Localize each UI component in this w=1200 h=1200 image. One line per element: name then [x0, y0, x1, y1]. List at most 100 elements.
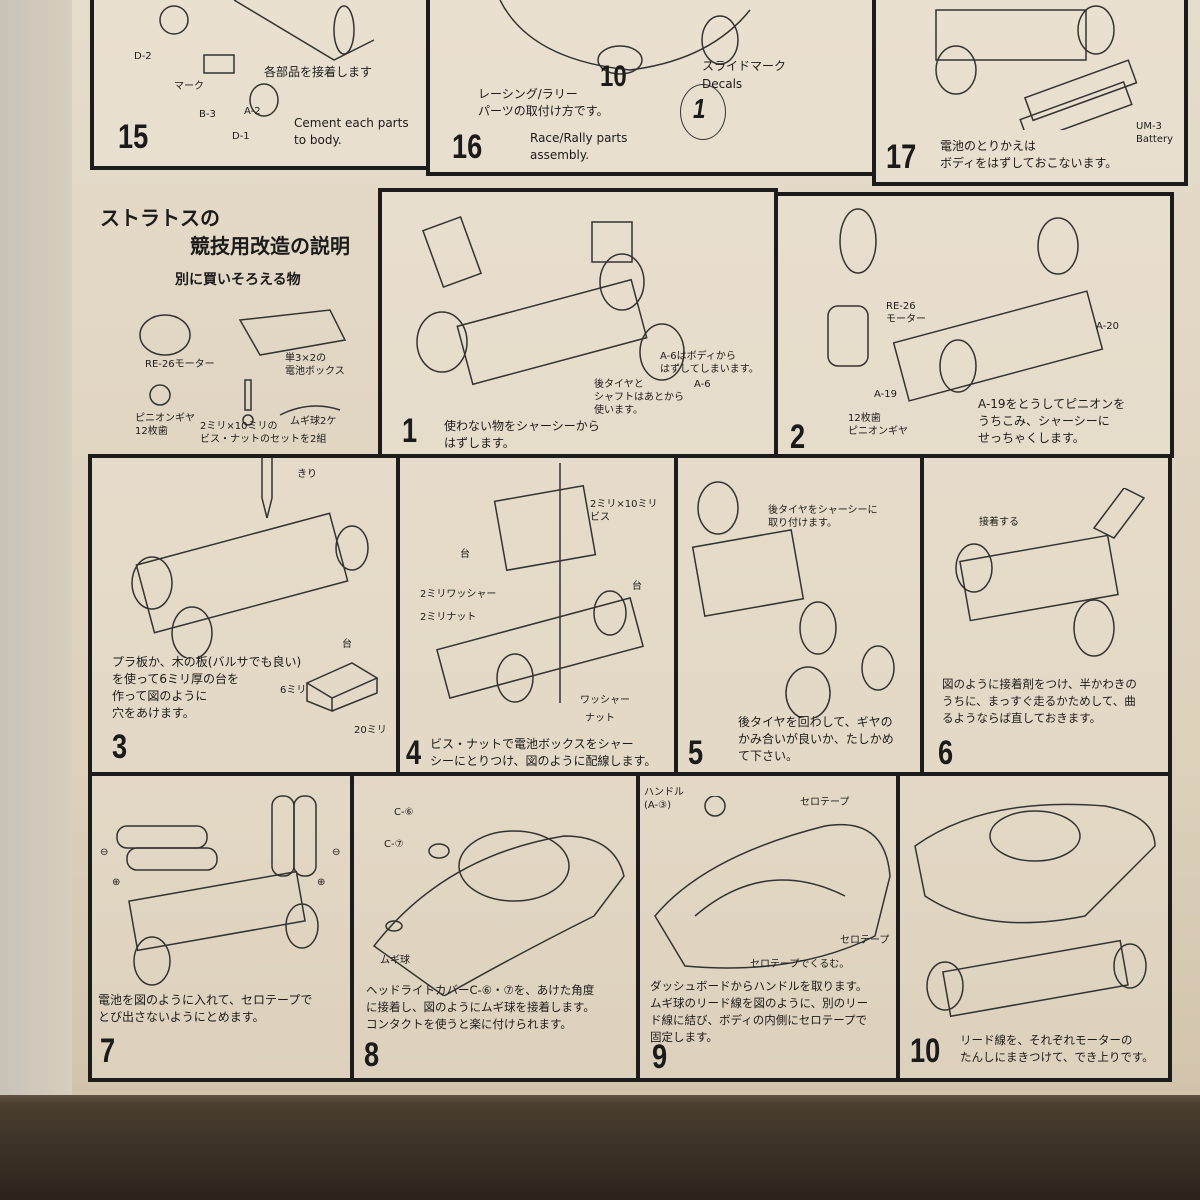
intro-section: ストラトスの 競技用改造の説明 別に買いそろえる物 RE-26モーター 単3×2…	[90, 190, 380, 455]
part-label: C-⑦	[384, 839, 404, 850]
panel-step-3: きり 台 6ミリ 20ミリ プラ板か、木の板(バルサでも良い) を使って6ミリ厚…	[88, 454, 400, 776]
step-text-jp: 各部品を接着します	[264, 65, 373, 79]
part-label: D-1	[232, 131, 250, 142]
panel-step-4: 2ミリ×10ミリ ビス 台 2ミリワッシャー 2ミリナット 台 ワッシャー ナッ…	[396, 454, 678, 776]
note-text: 後タイヤと シャフトはあとから 使います。	[594, 379, 684, 416]
chassis-drill-illustration	[131, 458, 369, 658]
note-text: A-19	[874, 389, 897, 400]
batteries-chassis-illustration	[116, 795, 319, 986]
item-label: 単3×2の 電池ボックス	[285, 353, 345, 377]
part-label: ムギ球	[380, 955, 410, 966]
part-label: セロテープ	[840, 935, 890, 946]
note-text: A-6	[694, 379, 711, 390]
panel-step-1: A-6はボディから はずしてしまいます。 A-6 後タイヤと シャフトはあとから…	[378, 188, 778, 458]
glue-chassis-illustration	[955, 488, 1146, 657]
step-text: 後タイヤを回わして、ギヤの かみ合いが良いか、たしかめ て下さい。	[738, 715, 894, 763]
note-text: 20ミリ	[354, 725, 387, 736]
note-text: A-6はボディから はずしてしまいます。	[660, 351, 759, 375]
part-label: ハンドル (A-③)	[644, 787, 684, 811]
polarity-symbol: ⊕	[317, 877, 326, 888]
part-label: C-⑥	[394, 807, 414, 818]
body-headlight-illustration	[372, 830, 625, 996]
note-text: 6ミリ	[280, 685, 307, 696]
step-text: ヘッドライトカバーC-⑥・⑦を、あけた角度 に接着し、図のようにムギ球を接着しま…	[366, 983, 595, 1031]
panel-step-7: ⊖ ⊕ ⊖ ⊕ 電池を図のように入れて、セロテープで とび出さないようにとめます…	[88, 772, 354, 1082]
polarity-symbol: ⊖	[332, 847, 341, 858]
decals-label-en: Decals	[702, 77, 743, 91]
step-text-jp: 電池のとりかえは ボディをはずしておこないます。	[940, 139, 1118, 170]
step-text: リード線を、それぞれモーターの たんしにまきつけて、でき上りです。	[960, 1033, 1154, 1064]
polarity-symbol: ⊕	[112, 877, 121, 888]
decal-number: 10	[600, 60, 627, 93]
step-number: 3	[112, 728, 128, 766]
parts-illustration	[159, 0, 375, 117]
motor-pinion-illustration	[827, 208, 1104, 402]
panel-step-16: 10 1 スライドマーク Decals レーシング/ラリー パーツの取付け方です…	[426, 0, 876, 176]
note-text: 2ミリワッシャー	[420, 589, 497, 600]
note-text: 接着する	[979, 517, 1019, 528]
decal-circle: 1	[680, 84, 726, 140]
note-text: きり	[297, 469, 317, 480]
chassis-exploded-illustration	[416, 216, 685, 386]
step-text: 図のように接着剤をつけ、半かわきの うちに、まっすぐ走るかためして、曲 るような…	[942, 677, 1137, 725]
note-text: 台	[460, 549, 470, 560]
block-illustration	[305, 662, 379, 713]
step-text: プラ板か、木の板(バルサでも良い) を使って6ミリ厚の台を 作って図のように 穴…	[112, 655, 302, 720]
required-parts-illustration	[139, 309, 347, 426]
body-wiring-illustration	[654, 796, 891, 969]
item-label: ムギ球2ケ	[290, 416, 337, 427]
note-text: 12枚歯 ピニオンギヤ	[848, 413, 908, 437]
step-number: 10	[910, 1032, 941, 1070]
step-text-jp: レーシング/ラリー パーツの取付け方です。	[478, 87, 609, 118]
polarity-symbol: ⊖	[100, 847, 109, 858]
part-label: D-2	[134, 51, 152, 62]
note-text: 後タイヤをシャーシーに 取り付けます。	[768, 505, 878, 529]
battery-label: UM-3 Battery	[1136, 121, 1174, 145]
step-text: ダッシュボードからハンドルを取ります。 ムギ球のリード線を図のように、別のリー …	[650, 979, 869, 1044]
panel-step-9: ハンドル (A-③) セロテープ セロテープ セロテープでくるむ。 ダッシュボー…	[636, 772, 900, 1082]
step-text: 電池を図のように入れて、セロテープで とび出さないようにとめます。	[98, 993, 313, 1024]
background-strip	[0, 0, 80, 1095]
step-number: 16	[452, 128, 483, 166]
step-number: 5	[688, 734, 704, 772]
step-number: 9	[652, 1038, 668, 1076]
step-text: ビス・ナットで電池ボックスをシャー シーにとりつけ、図のように配線します。	[430, 737, 657, 768]
rear-tire-illustration	[691, 481, 895, 718]
part-label: マーク	[174, 81, 204, 92]
note-text: 2ミリナット	[420, 612, 477, 623]
intro-subtitle: 別に買いそろえる物	[175, 272, 301, 288]
chassis-battery-illustration	[935, 5, 1138, 130]
step-number: 6	[938, 734, 954, 772]
step-number: 7	[100, 1032, 116, 1070]
step-text-en: Cement each parts to body.	[294, 116, 409, 147]
part-label: B-3	[199, 109, 216, 120]
part-label: セロテープでくるむ。	[750, 959, 850, 970]
note-text: ナット	[585, 713, 615, 724]
battery-box-mount-illustration	[436, 463, 644, 703]
panel-step-8: C-⑥ C-⑦ ムギ球 ヘッドライトカバーC-⑥・⑦を、あけた角度 に接着し、図…	[350, 772, 640, 1082]
item-label: ピニオンギヤ 12枚歯	[135, 413, 195, 437]
step-number: 8	[364, 1036, 380, 1074]
step-number: 15	[118, 118, 149, 156]
item-label: RE-26モーター	[145, 359, 215, 370]
step-number: 17	[886, 138, 917, 176]
car-body-illustration	[499, 0, 751, 75]
step-number: 4	[406, 734, 422, 772]
panel-step-15: D-2 マーク B-3 A-2 D-1 各部品を接着します Cement eac…	[90, 0, 430, 170]
panel-step-6: 接着する 図のように接着剤をつけ、半かわきの うちに、まっすぐ走るかためして、曲…	[920, 454, 1172, 776]
part-label: A-2	[244, 106, 261, 117]
note-text: 台	[342, 639, 352, 650]
note-text: 台	[632, 581, 642, 592]
panel-step-2: RE-26 モーター A-19 A-20 12枚歯 ピニオンギヤ A-19をとう…	[774, 192, 1174, 458]
decal-number: 1	[693, 93, 706, 124]
step-text: 使わない物をシャーシーから はずします。	[444, 419, 600, 450]
item-label: 2ミリ×10ミリの ビス・ナットのセットを2組	[200, 421, 327, 445]
step-text: A-19をとうしてピニオンを うちこみ、シャーシーに せっちゃくします。	[978, 397, 1126, 445]
part-label: セロテープ	[800, 797, 850, 808]
decals-label-jp: スライドマーク	[702, 59, 787, 73]
step-number: 2	[790, 418, 806, 456]
step-number: 1	[402, 412, 418, 450]
panel-step-10: リード線を、それぞれモーターの たんしにまきつけて、でき上りです。 10	[896, 772, 1172, 1082]
note-text: ワッシャー	[580, 695, 630, 706]
final-assembly-illustration	[914, 803, 1156, 1018]
